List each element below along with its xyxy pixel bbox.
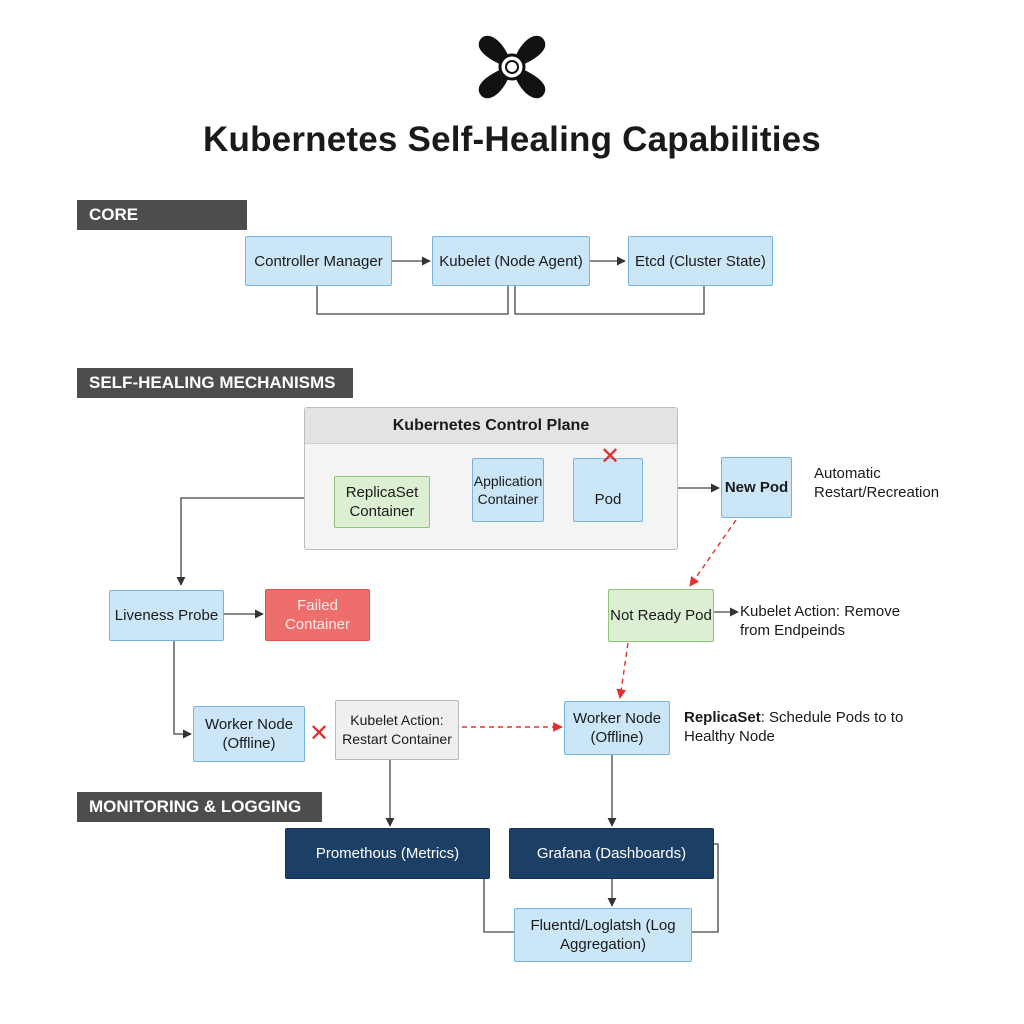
new-pod-box: New Pod [721, 457, 792, 518]
section-header-self-healing-mechanisms: SELF-HEALING MECHANISMS [77, 368, 353, 398]
failed-container-box: Failed Container [265, 589, 370, 641]
arrow-liveness-to-worker [173, 641, 192, 739]
pod-box: Pod [573, 458, 643, 522]
section-header-core-concepts: CORE CONCEPTS [77, 200, 247, 254]
link-grafana-fluentd [692, 843, 719, 933]
dashed-arrow-newpod-to-notready [689, 519, 737, 587]
link-controller-kubelet [316, 286, 509, 315]
worker-node-offline-box-left: Worker Node (Offline) [193, 706, 305, 762]
control-plane-title: Kubernetes Control Plane [305, 408, 677, 444]
liveness-probe-box: Liveness Probe [109, 590, 224, 641]
prometheus-metrics-box: Promethous (Metrics) [285, 828, 490, 879]
etcd-cluster-state-box: Etcd (Cluster State) [628, 236, 773, 286]
dashed-arrow-notready-to-worker [616, 642, 629, 699]
kubelet-remove-endpoints-label: Kubelet Action: Remove from Endpeinds [740, 603, 901, 639]
helm-propeller-icon [478, 35, 546, 99]
automatic-restart-label: Automatic Restart/Recreation [814, 465, 940, 501]
replicaset-container-box: ReplicaSet Container [334, 476, 430, 528]
link-kubelet-etcd [514, 286, 705, 315]
replicaset-schedule-label: ReplicaSet: Schedule Pods to to Healthy … [684, 708, 904, 746]
grafana-dashboards-box: Grafana (Dashboards) [509, 828, 714, 879]
replicaset-label-text: : Schedule Pods to to Healthy Node [684, 709, 904, 745]
section-header-monitoring-logging: MONITORING & LOGGING [77, 792, 322, 822]
kubelet-restart-container-box: Kubelet Action: Restart Container [335, 700, 459, 760]
fluentd-log-aggregation-box: Fluentd/Loglatsh (Log Aggregation) [514, 908, 692, 962]
kubelet-node-agent-box: Kubelet (Node Agent) [432, 236, 590, 286]
not-ready-pod-box: Not Ready Pod [608, 589, 714, 642]
replicaset-label-bold: ReplicaSet [684, 709, 761, 726]
application-container-box: Application Container [472, 458, 544, 522]
worker-node-offline-box-right: Worker Node (Offline) [564, 701, 670, 755]
pod-failure-x-icon: ✕ [600, 443, 621, 470]
arrow-plane-to-liveness [176, 497, 304, 586]
worker-node-failure-x-icon: ✕ [309, 720, 330, 747]
controller-manager-box: Controller Manager [245, 236, 392, 286]
page-title: Kubernetes Self-Healing Capabilities [203, 120, 821, 159]
link-prometheus-fluentd [483, 879, 514, 933]
